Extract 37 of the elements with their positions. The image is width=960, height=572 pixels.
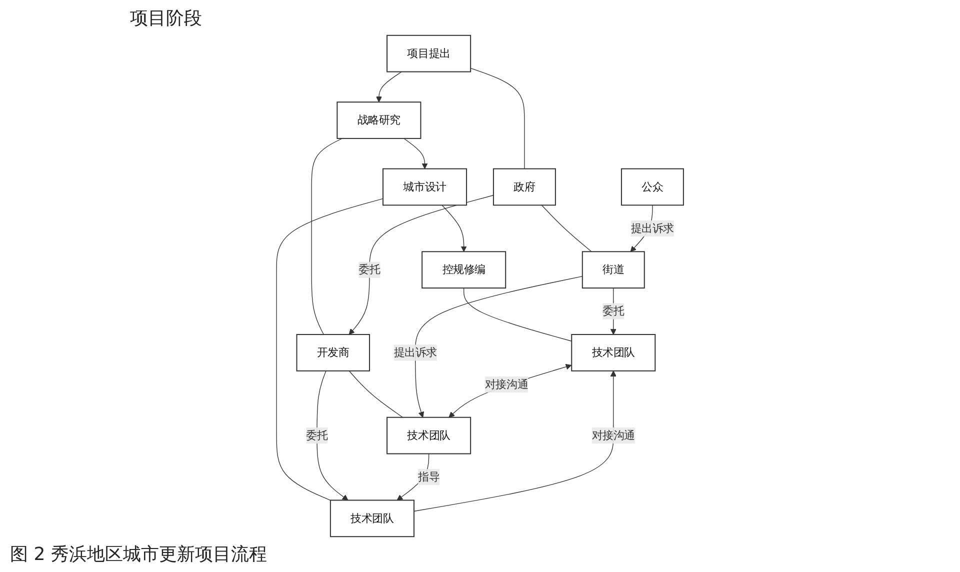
arrow bbox=[448, 364, 572, 418]
arrow bbox=[376, 71, 402, 102]
node-box: 战略研究 bbox=[336, 102, 422, 139]
node-box: 街道 bbox=[582, 251, 645, 289]
node-box: 公众 bbox=[620, 168, 684, 206]
node-box: 技术团队 bbox=[571, 334, 656, 372]
figure-caption: 图 2 秀浜地区城市更新项目流程 bbox=[10, 543, 268, 566]
edge-label: 委托 bbox=[602, 304, 624, 318]
edge-label: 对接沟通 bbox=[592, 428, 635, 442]
column-heading: 项目阶段 bbox=[130, 7, 202, 30]
arrow bbox=[414, 370, 616, 512]
node-box: 项目提出 bbox=[386, 34, 472, 72]
edge-label: 对接沟通 bbox=[484, 378, 528, 391]
connector bbox=[348, 370, 404, 418]
edge-label: 提出诉求 bbox=[394, 346, 437, 359]
edge-label: 指导 bbox=[418, 470, 440, 484]
arrow bbox=[442, 204, 467, 252]
connector bbox=[464, 288, 572, 342]
edge-label: 提出诉求 bbox=[630, 222, 674, 234]
edge-label: 委托 bbox=[306, 428, 328, 442]
node-box: 开发商 bbox=[296, 334, 370, 372]
node-box: 城市设计 bbox=[382, 168, 468, 206]
node-box: 政府 bbox=[492, 168, 556, 206]
connector bbox=[541, 204, 592, 252]
arrow bbox=[348, 194, 494, 335]
arrow bbox=[414, 276, 583, 418]
arrow bbox=[316, 370, 348, 500]
node-box: 技术团队 bbox=[330, 500, 414, 538]
edge-label: 委托 bbox=[358, 263, 380, 276]
node-box: 技术团队 bbox=[386, 416, 472, 454]
arrow bbox=[396, 453, 430, 500]
connector bbox=[311, 138, 343, 335]
node-box: 控规修编 bbox=[422, 251, 506, 289]
connector bbox=[276, 198, 384, 501]
connector bbox=[470, 68, 525, 170]
arrow bbox=[610, 288, 616, 335]
arrow bbox=[404, 138, 428, 170]
